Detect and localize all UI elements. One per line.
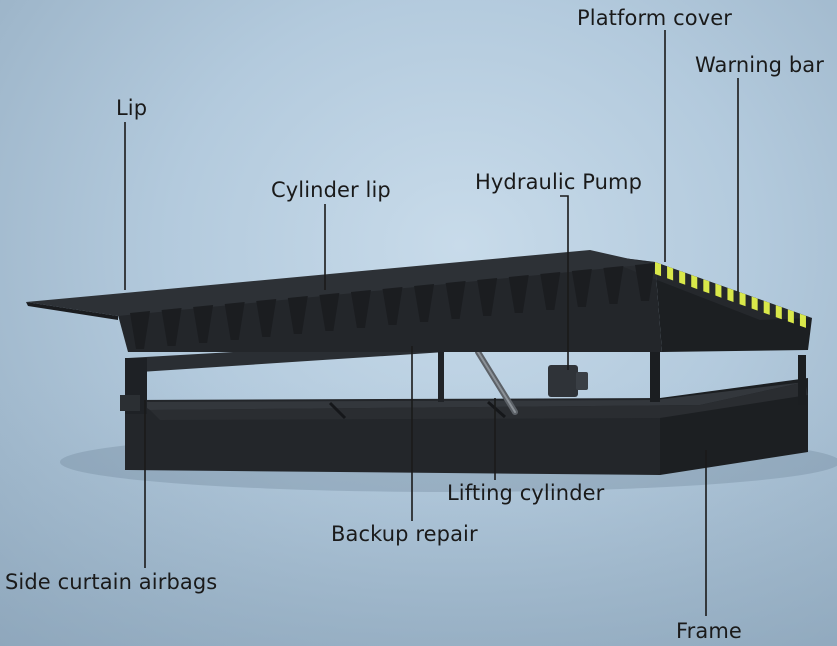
warning-stripe [715, 283, 722, 298]
rib [603, 266, 624, 304]
rib [414, 284, 435, 322]
label-warning-bar: Warning bar [695, 53, 824, 77]
label-hydraulic-pump: Hydraulic Pump [475, 170, 643, 194]
label-platform-cover: Platform cover [577, 6, 733, 30]
rib [319, 293, 340, 331]
label-backup-repair: Backup repair [331, 522, 478, 546]
leader-hydraulic-pump [560, 195, 569, 370]
rib [382, 287, 403, 325]
label-lip: Lip [116, 96, 148, 120]
label-lifting-cylinder: Lifting cylinder [447, 481, 605, 505]
leader-lines [124, 30, 739, 616]
rib [224, 302, 245, 340]
label-side-curtain-airbags: Side curtain airbags [5, 570, 218, 594]
rib [477, 278, 498, 316]
rib [350, 290, 371, 328]
warning-stripe [667, 266, 674, 281]
rib [445, 281, 466, 319]
label-cylinder-lip: Cylinder lip [271, 178, 391, 202]
warning-stripe [655, 262, 662, 277]
label-frame: Frame [676, 619, 742, 643]
base-frame [125, 378, 808, 475]
warning-stripe [799, 313, 806, 328]
warning-stripe [703, 279, 710, 294]
rib [571, 269, 592, 307]
rib [635, 263, 655, 301]
rib [540, 272, 561, 310]
rib [287, 296, 308, 334]
rib [256, 299, 277, 337]
warning-stripe [751, 296, 758, 311]
rib [130, 311, 150, 349]
warning-stripe [691, 274, 698, 290]
warning-bar-stripes [655, 262, 806, 328]
warning-stripe [787, 309, 794, 324]
warning-stripe [763, 300, 770, 315]
rib [508, 275, 529, 313]
lip-plate [26, 250, 652, 320]
underside-ribs [130, 263, 655, 349]
warning-stripe [775, 305, 782, 320]
rib [161, 308, 182, 346]
warning-stripe [739, 292, 746, 307]
warning-stripe [679, 270, 686, 285]
rib [193, 305, 214, 343]
warning-stripe [727, 287, 734, 302]
